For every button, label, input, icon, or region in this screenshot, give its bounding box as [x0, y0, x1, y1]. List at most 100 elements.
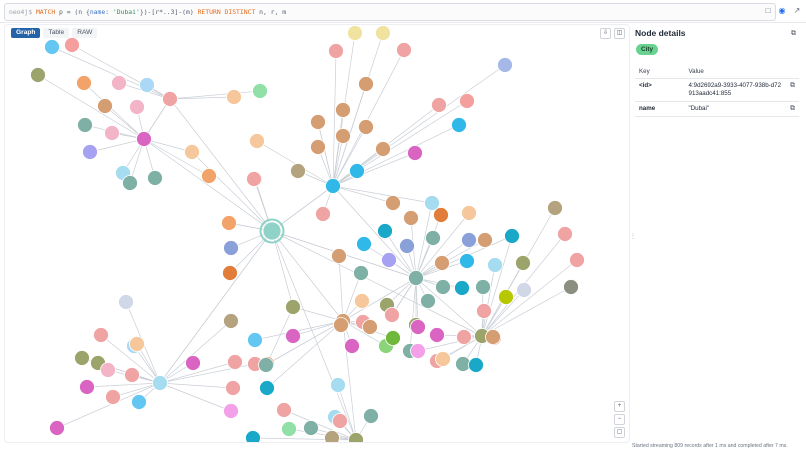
node-circle[interactable]: [399, 238, 415, 254]
graph-node[interactable]: [76, 75, 92, 91]
relationship-edge[interactable]: [342, 320, 357, 441]
graph-node[interactable]: [333, 317, 349, 333]
relationship-edge[interactable]: [100, 334, 161, 384]
run-query-icon[interactable]: ◉: [778, 6, 786, 15]
graph-node[interactable]: [93, 327, 109, 343]
node-circle[interactable]: [222, 265, 238, 281]
node-circle[interactable]: [459, 253, 475, 269]
graph-node[interactable]: [330, 377, 346, 393]
relationship-edge[interactable]: [143, 138, 193, 153]
node-circle[interactable]: [410, 319, 426, 335]
node-circle[interactable]: [245, 430, 261, 443]
relationship-edge[interactable]: [481, 259, 578, 337]
node-circle[interactable]: [44, 39, 60, 55]
node-circle[interactable]: [77, 117, 93, 133]
node-circle[interactable]: [451, 117, 467, 133]
node-circle[interactable]: [410, 343, 426, 359]
graph-node[interactable]: [285, 299, 301, 315]
relationship-edge[interactable]: [415, 202, 433, 279]
node-circle[interactable]: [147, 170, 163, 186]
graph-node[interactable]: [435, 279, 451, 295]
node-circle[interactable]: [353, 265, 369, 281]
relationship-edge[interactable]: [37, 74, 145, 140]
graph-node[interactable]: [468, 357, 484, 373]
node-circle[interactable]: [335, 128, 351, 144]
relationship-edge[interactable]: [292, 306, 344, 322]
relationship-edge[interactable]: [143, 138, 210, 177]
node-circle[interactable]: [461, 205, 477, 221]
node-circle[interactable]: [162, 91, 178, 107]
graph-node[interactable]: [347, 25, 363, 41]
graph-node[interactable]: [332, 413, 348, 429]
graph-node[interactable]: [259, 380, 275, 396]
node-circle[interactable]: [324, 430, 340, 443]
node-circle[interactable]: [407, 145, 423, 161]
relationship-edge[interactable]: [481, 289, 525, 337]
node-circle[interactable]: [136, 131, 152, 147]
graph-node[interactable]: [385, 195, 401, 211]
node-circle[interactable]: [111, 75, 127, 91]
relationship-edge[interactable]: [169, 98, 273, 232]
node-circle[interactable]: [223, 240, 239, 256]
graph-node[interactable]: [358, 76, 374, 92]
copy-value-icon[interactable]: ⧉: [786, 78, 799, 102]
node-circle[interactable]: [330, 377, 346, 393]
graph-node[interactable]: [516, 282, 532, 298]
graph-node[interactable]: [353, 265, 369, 281]
node-circle[interactable]: [358, 76, 374, 92]
node-circle[interactable]: [425, 230, 441, 246]
toggle-panel-icon[interactable]: ◫: [614, 28, 625, 39]
graph-node[interactable]: [162, 91, 178, 107]
node-circle[interactable]: [461, 232, 477, 248]
relationship-edge[interactable]: [51, 46, 171, 100]
node-circle[interactable]: [246, 171, 262, 187]
graph-node[interactable]: [30, 67, 46, 83]
relationship-edge[interactable]: [159, 230, 273, 384]
graph-node[interactable]: [82, 144, 98, 160]
relationship-edge[interactable]: [254, 320, 344, 341]
node-circle[interactable]: [285, 328, 301, 344]
node-circle[interactable]: [118, 294, 134, 310]
graph-node[interactable]: [184, 144, 200, 160]
graph-node[interactable]: [569, 252, 585, 268]
graph-node[interactable]: [124, 367, 140, 383]
node-circle[interactable]: [124, 367, 140, 383]
graph-node[interactable]: [118, 294, 134, 310]
relationship-edge[interactable]: [332, 135, 344, 187]
graph-node[interactable]: [328, 43, 344, 59]
graph-node[interactable]: [485, 329, 501, 345]
relationship-edge[interactable]: [271, 185, 334, 232]
node-circle[interactable]: [100, 362, 116, 378]
relationship-edge[interactable]: [409, 277, 417, 352]
query-editor[interactable]: neo4j$ MATCH p = (n {name: 'Dubai'})-[r*…: [4, 3, 776, 21]
relationship-edge[interactable]: [332, 185, 433, 204]
node-circle[interactable]: [358, 119, 374, 135]
node-circle[interactable]: [557, 226, 573, 242]
zoom-in-icon[interactable]: +: [614, 401, 625, 412]
relationship-edge[interactable]: [271, 230, 483, 337]
relationship-edge[interactable]: [169, 96, 235, 100]
relationship-edge[interactable]: [342, 277, 417, 322]
relationship-edge[interactable]: [481, 235, 513, 337]
graph-node[interactable]: [335, 102, 351, 118]
graph-node[interactable]: [363, 408, 379, 424]
graph-node[interactable]: [315, 206, 331, 222]
node-circle[interactable]: [429, 327, 445, 343]
graph-node[interactable]: [344, 338, 360, 354]
graph-node[interactable]: [44, 39, 60, 55]
relationship-edge[interactable]: [159, 320, 232, 384]
node-circle[interactable]: [431, 97, 447, 113]
graph-node[interactable]: [425, 230, 441, 246]
node-circle[interactable]: [498, 289, 514, 305]
relationship-edge[interactable]: [415, 212, 470, 279]
node-circle[interactable]: [310, 139, 326, 155]
graph-node[interactable]: [131, 394, 147, 410]
graph-node[interactable]: [325, 178, 341, 194]
graph-node[interactable]: [247, 332, 263, 348]
node-circle[interactable]: [276, 402, 292, 418]
relationship-edge[interactable]: [317, 121, 334, 187]
graph-node[interactable]: [335, 128, 351, 144]
graph-node[interactable]: [451, 117, 467, 133]
node-circle[interactable]: [420, 293, 436, 309]
node-circle[interactable]: [569, 252, 585, 268]
